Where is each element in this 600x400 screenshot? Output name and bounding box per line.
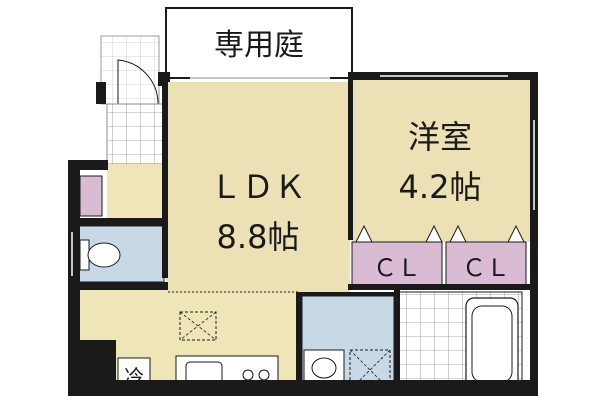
washroom bbox=[301, 295, 395, 395]
bathroom bbox=[397, 291, 523, 395]
closet-right-label: ＣＬ bbox=[462, 254, 510, 282]
closet-left-label: ＣＬ bbox=[373, 254, 421, 282]
western-name-label: 洋室 bbox=[408, 118, 472, 156]
western-room bbox=[352, 80, 530, 242]
windows bbox=[71, 75, 535, 276]
western-size-label: 4.2帖 bbox=[399, 168, 482, 206]
porch-area bbox=[100, 35, 160, 105]
bathtub-icon bbox=[465, 297, 519, 391]
ldk-room bbox=[166, 82, 350, 292]
shoe-storage bbox=[79, 175, 103, 217]
ldk-size-label: 8.8帖 bbox=[217, 218, 300, 256]
refrigerator-label: 冷 bbox=[124, 365, 144, 389]
ceiling-hatch-icon bbox=[179, 311, 217, 341]
toilet-room bbox=[75, 225, 165, 283]
ldk-name-label: ＬＤＫ bbox=[210, 168, 306, 206]
hall-floor bbox=[107, 164, 165, 224]
garden-label: 専用庭 bbox=[214, 28, 304, 63]
private-garden bbox=[165, 7, 353, 79]
closet-left bbox=[351, 224, 443, 287]
closet-right bbox=[445, 224, 527, 287]
entrance-tile bbox=[106, 103, 164, 165]
toilet-bowl-icon bbox=[87, 242, 121, 268]
porch-door-swing bbox=[117, 59, 159, 105]
